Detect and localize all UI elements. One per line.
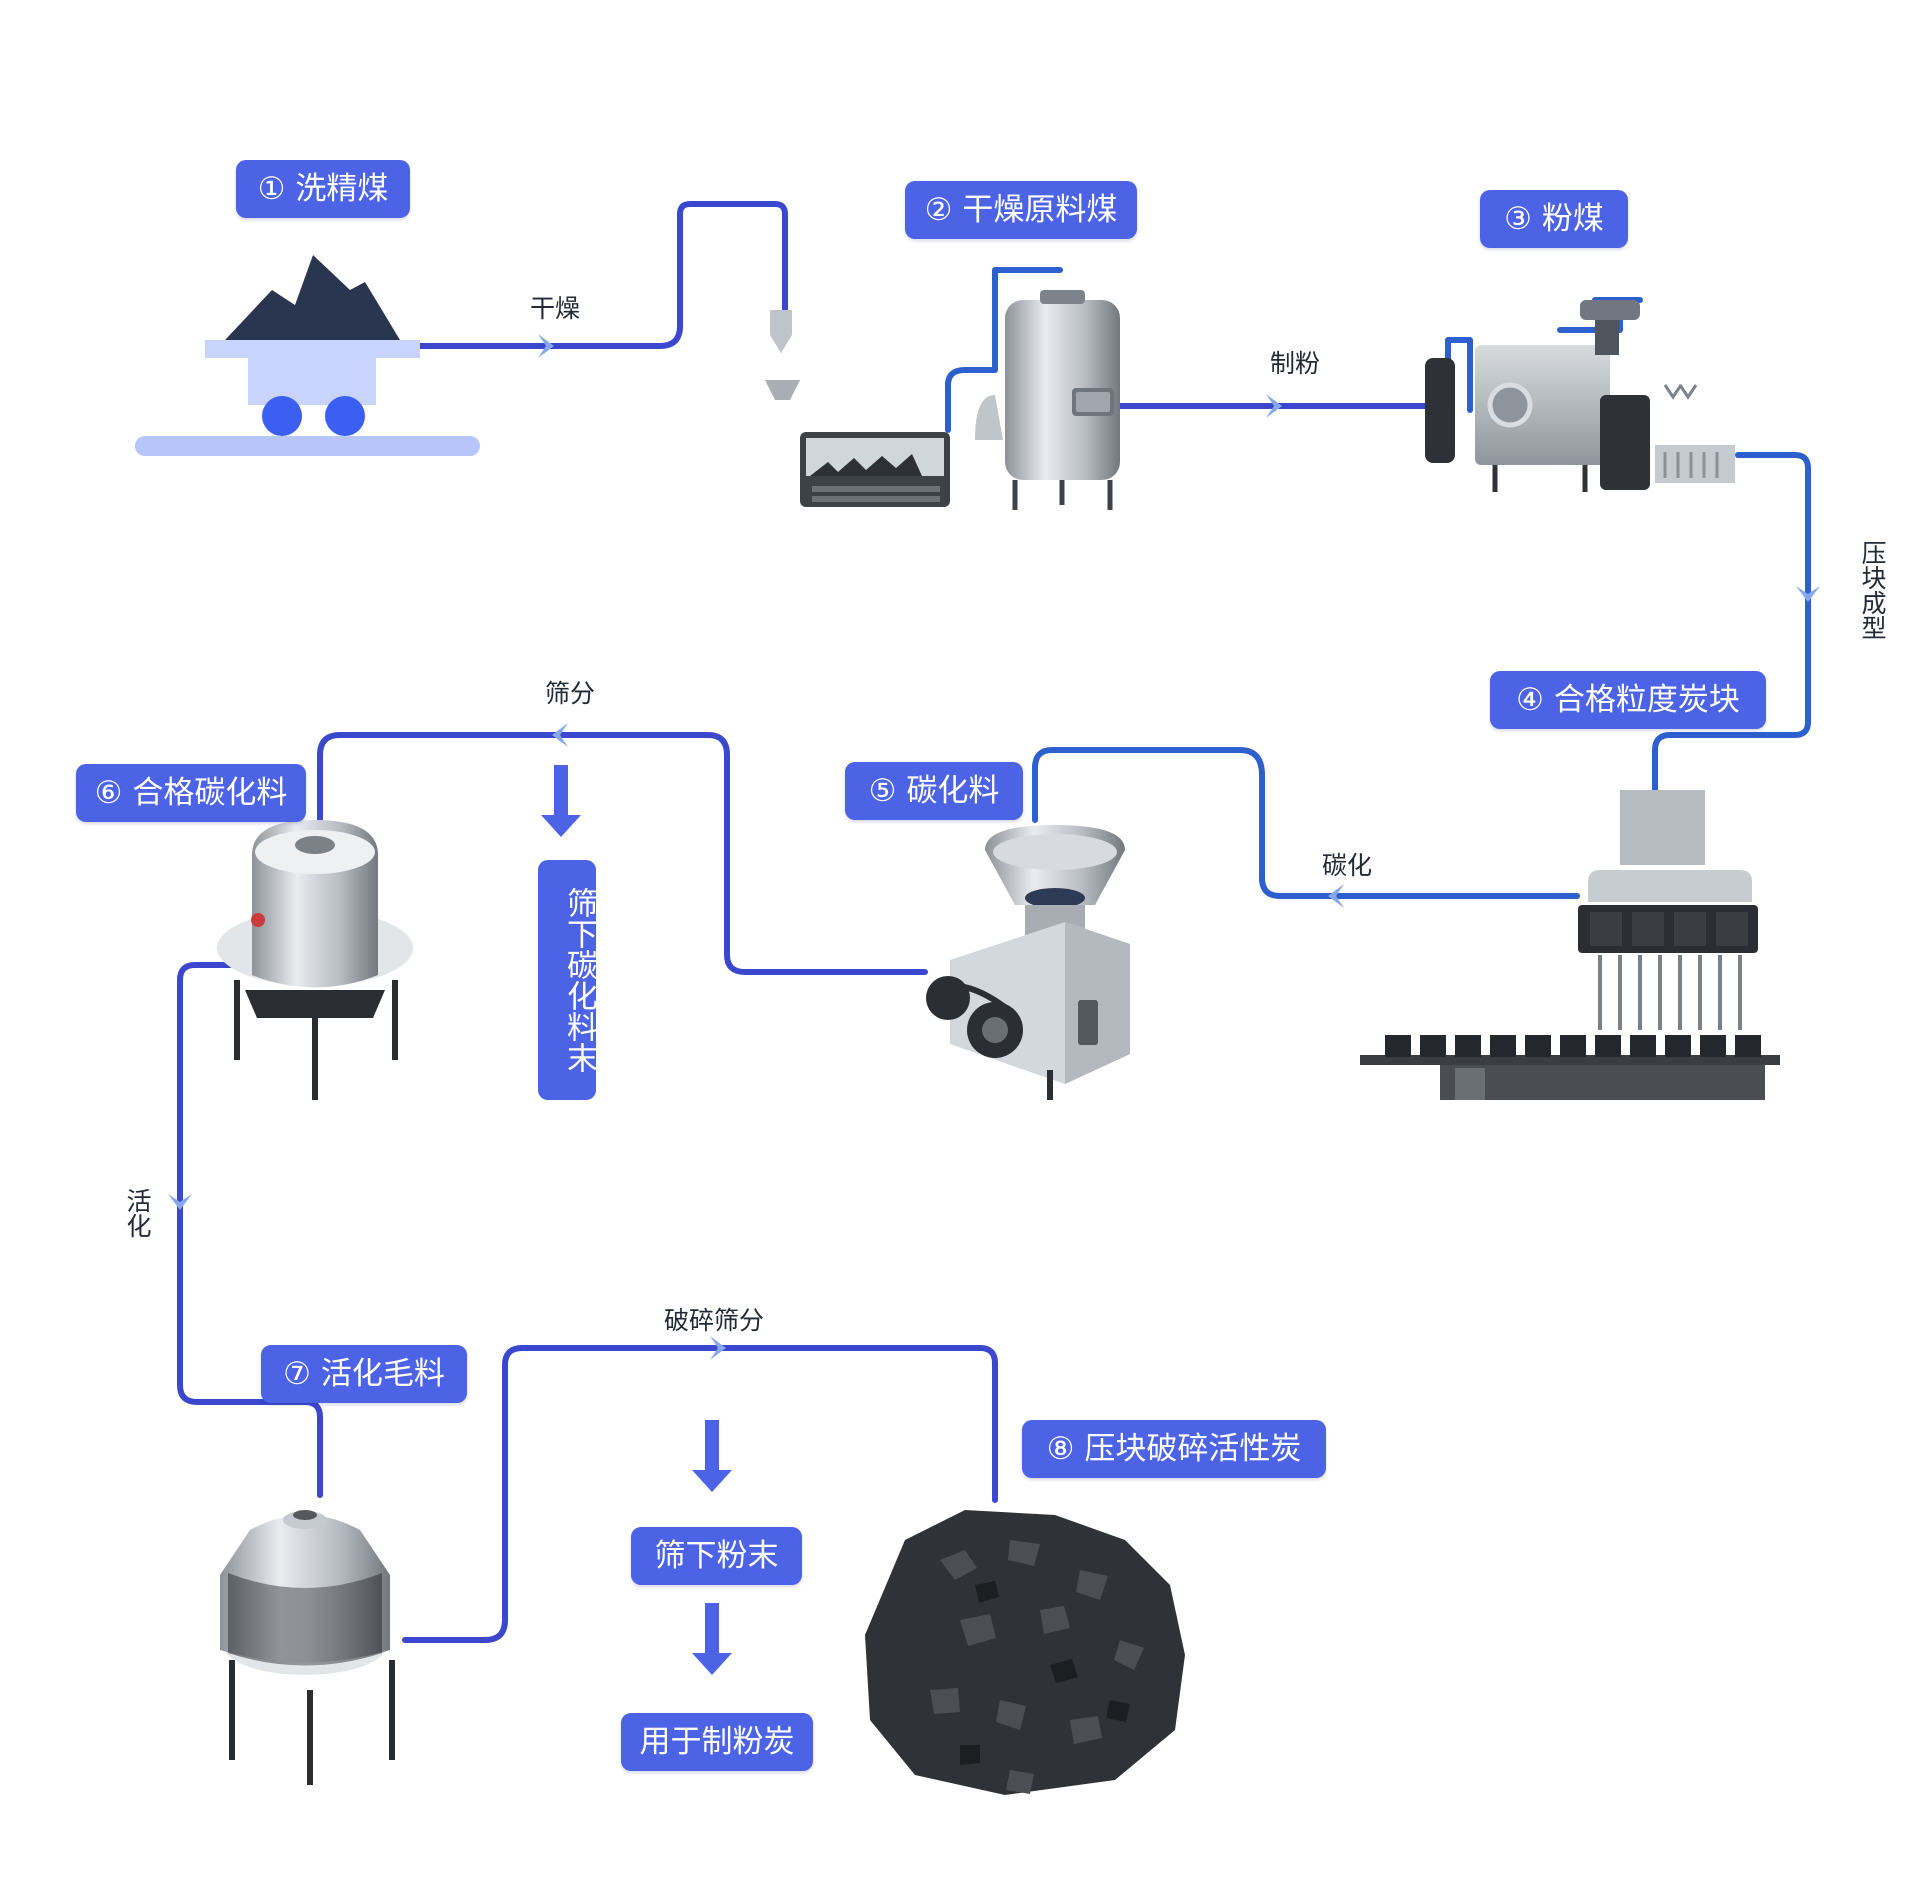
flow-chevron-activation [168, 1194, 192, 1210]
dryer-machine-icon [765, 267, 1120, 510]
pipe-6-to-7 [168, 962, 323, 1498]
flow-chevron-drying [538, 334, 554, 358]
carbonization-furnace-icon [926, 825, 1130, 1100]
coal-cart-icon [135, 255, 480, 456]
flow-chevron-milling [1266, 394, 1282, 418]
stage-badge-3: ③ 粉煤 [1480, 190, 1628, 248]
flow-chevron-carbonization [1328, 884, 1344, 908]
stage-badge-7: ⑦ 活化毛料 [261, 1345, 467, 1403]
pipe-3-to-4 [1652, 452, 1820, 793]
output-badge-undersize-powder: 筛下粉末 [631, 1527, 802, 1585]
process-label-briquetting: 压块成型 [1858, 540, 1887, 640]
pipe-7-to-8 [402, 1336, 998, 1643]
process-label-crush-screen: 破碎筛分 [664, 1306, 765, 1335]
process-label-drying: 干燥 [530, 294, 581, 323]
flow-chevron-briquetting [1796, 586, 1820, 602]
pulverizer-machine-icon [1425, 297, 1735, 492]
stage-badge-1: ① 洗精煤 [236, 160, 410, 218]
down-arrow-icon [692, 1420, 732, 1492]
activation-tank-icon [220, 1510, 395, 1785]
activated-carbon-pile-icon [865, 1510, 1185, 1795]
stage-badge-8: ⑧ 压块破碎活性炭 [1022, 1420, 1326, 1478]
briquetting-press-icon [1360, 790, 1780, 1100]
process-label-milling: 制粉 [1270, 349, 1321, 378]
pipe-2-to-3 [1117, 394, 1428, 418]
pipe-4-to-5 [1032, 747, 1580, 908]
process-label-carbonization: 碳化 [1322, 851, 1373, 880]
stage-badge-5: ⑤ 碳化料 [845, 762, 1023, 820]
stage-badge-4: ④ 合格粒度炭块 [1490, 671, 1766, 729]
stage-badge-2: ② 干燥原料煤 [905, 181, 1137, 239]
process-label-screening: 筛分 [545, 679, 596, 708]
down-arrow-icon [692, 1603, 732, 1675]
pipe-5-to-6 [317, 723, 928, 975]
flow-chevron-screening [552, 723, 568, 747]
process-label-activation: 活化 [123, 1188, 152, 1238]
output-badge-powder-use: 用于制粉炭 [621, 1713, 813, 1771]
flow-chevron-crush-screen [710, 1336, 726, 1360]
stage-badge-6: ⑥ 合格碳化料 [76, 764, 306, 822]
output-badge-undersize-carbonized: 筛下碳化料末 [538, 860, 597, 1100]
down-arrow-icon [541, 765, 581, 837]
pipe-1-to-2 [412, 201, 788, 358]
activation-kettle-icon [217, 820, 413, 1100]
